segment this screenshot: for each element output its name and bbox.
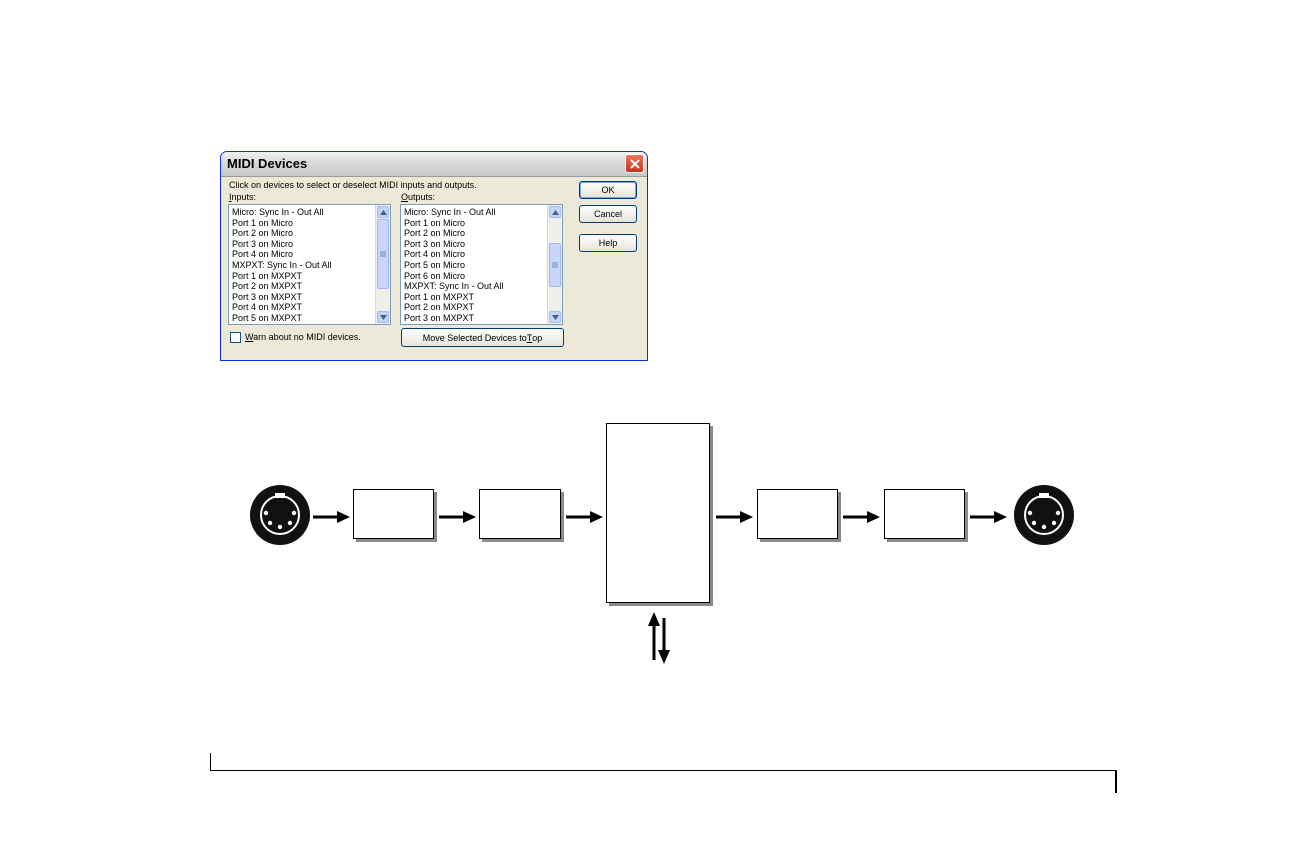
- dialog-title: MIDI Devices: [227, 156, 308, 171]
- arrow-right-icon: [439, 511, 476, 523]
- list-item[interactable]: Port 3 on MXPXT: [404, 312, 475, 323]
- diagram-block-3: [757, 489, 838, 539]
- list-item[interactable]: Port 3 on Micro: [404, 238, 466, 249]
- arrow-down-icon: [379, 314, 387, 320]
- outputs-scrollbar[interactable]: [547, 205, 562, 324]
- list-item[interactable]: Port 2 on Micro: [232, 228, 294, 239]
- scroll-up-button[interactable]: [549, 206, 561, 218]
- help-button[interactable]: Help: [579, 234, 637, 252]
- list-item[interactable]: Port 5 on Micro: [404, 259, 466, 270]
- arrow-right-icon: [716, 511, 753, 523]
- dialog-content: Click on devices to select or deselect M…: [221, 177, 647, 360]
- list-item[interactable]: Port 2 on Micro: [404, 228, 466, 239]
- list-item[interactable]: Port 3 on MXPXT: [232, 291, 303, 302]
- list-item[interactable]: Port 4 on Micro: [404, 249, 466, 260]
- arrow-right-icon: [313, 511, 350, 523]
- midi-devices-dialog: MIDI Devices Click on devices to select …: [220, 151, 648, 361]
- scroll-up-button[interactable]: [377, 206, 389, 218]
- outputs-listbox[interactable]: Micro: Sync In - Out All Port 1 on Micro…: [400, 204, 563, 325]
- list-item[interactable]: Port 6 on Micro: [404, 270, 466, 281]
- list-item[interactable]: Port 5 on MXPXT: [232, 312, 303, 323]
- list-item[interactable]: Port 1 on MXPXT: [232, 270, 303, 281]
- inputs-label: Inputs:: [229, 192, 257, 202]
- arrow-right-icon: [843, 511, 880, 523]
- list-item[interactable]: MXPXT: Sync In - Out All: [232, 259, 332, 270]
- list-item[interactable]: Port 2 on MXPXT: [232, 281, 303, 292]
- scroll-down-button[interactable]: [377, 311, 389, 323]
- grip-icon: [380, 251, 386, 257]
- close-button[interactable]: [625, 154, 644, 173]
- list-item[interactable]: Micro: Sync In - Out All: [232, 207, 324, 217]
- close-icon: [629, 158, 640, 169]
- cancel-button[interactable]: Cancel: [579, 205, 637, 223]
- page-rule-left: [210, 753, 211, 771]
- diagram-central-block: [606, 423, 710, 603]
- inputs-listbox[interactable]: Micro: Sync In - Out All Port 1 on Micro…: [228, 204, 391, 325]
- list-item[interactable]: Micro: Sync In - Out All: [404, 207, 496, 217]
- list-item[interactable]: Port 4 on Micro: [232, 249, 294, 260]
- inputs-scrollbar[interactable]: [375, 205, 390, 324]
- list-item[interactable]: Port 1 on Micro: [232, 217, 294, 228]
- scroll-thumb[interactable]: [377, 219, 389, 289]
- diagram-block-1: [353, 489, 434, 539]
- list-item[interactable]: Port 2 on MXPXT: [404, 302, 475, 313]
- list-item[interactable]: Port 1 on MXPXT: [404, 291, 475, 302]
- outputs-label: Outputs:: [401, 192, 436, 202]
- page-rule: [210, 770, 1117, 771]
- diagram-block-4: [884, 489, 965, 539]
- warn-checkbox[interactable]: [230, 332, 241, 343]
- arrow-down-icon: [551, 314, 559, 320]
- list-item[interactable]: Port 3 on Micro: [232, 238, 294, 249]
- bidirectional-arrow-icon: [648, 612, 670, 664]
- list-item[interactable]: Port 1 on Micro: [404, 217, 466, 228]
- title-bar: MIDI Devices: [221, 152, 647, 177]
- list-item[interactable]: MXPXT: Sync In - Out All: [404, 281, 504, 292]
- scroll-thumb[interactable]: [549, 243, 561, 287]
- arrow-up-icon: [551, 209, 559, 215]
- grip-icon: [552, 262, 558, 268]
- midi-in-connector-icon: [250, 485, 310, 545]
- arrow-right-icon: [566, 511, 603, 523]
- midi-out-connector-icon: [1014, 485, 1074, 545]
- page-rule-right: [1115, 771, 1117, 793]
- ok-button[interactable]: OK: [579, 181, 637, 199]
- instruction-text: Click on devices to select or deselect M…: [229, 180, 477, 190]
- list-item[interactable]: Port 4 on MXPXT: [232, 302, 303, 313]
- arrow-right-icon: [970, 511, 1007, 523]
- scroll-down-button[interactable]: [549, 311, 561, 323]
- arrow-up-icon: [379, 209, 387, 215]
- warn-checkbox-label: Warn about no MIDI devices.: [245, 332, 361, 342]
- diagram-block-2: [479, 489, 561, 539]
